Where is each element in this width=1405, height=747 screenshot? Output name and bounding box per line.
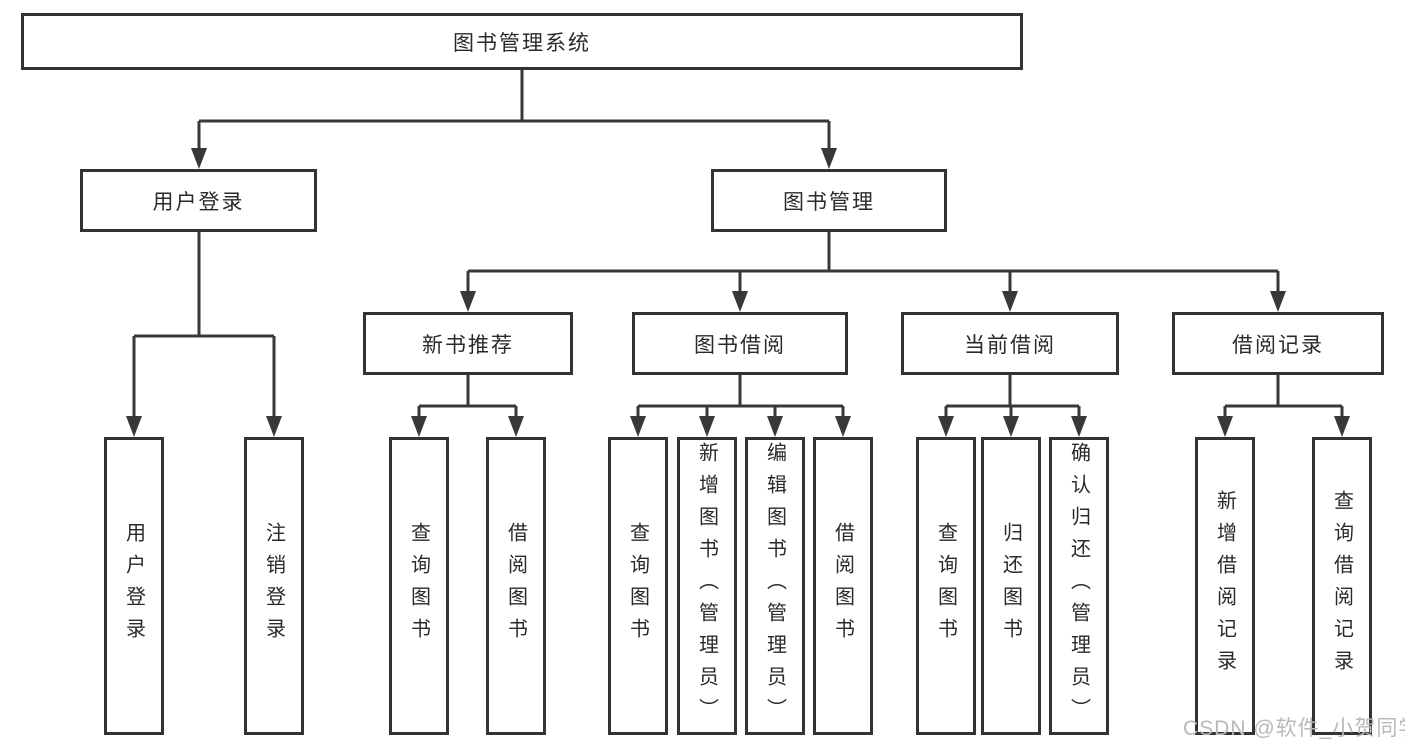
leaf-edit-books-admin: 编辑图书（管理员） [745, 437, 805, 735]
leaf-return-books: 归还图书 [981, 437, 1041, 735]
csdn-watermark: CSDN @软件_小贺同学 [1183, 717, 1405, 740]
leaf-query-books-1-label: 查询图书 [407, 522, 430, 650]
leaf-query-borrow-record: 查询借阅记录 [1312, 437, 1372, 735]
leaf-confirm-return-admin-label: 确认归还（管理员） [1067, 442, 1090, 730]
leaf-query-books-2-label: 查询图书 [626, 522, 649, 650]
node-root: 图书管理系统 [21, 13, 1023, 70]
node-new-book-recommend: 新书推荐 [363, 312, 573, 375]
leaf-confirm-return-admin: 确认归还（管理员） [1049, 437, 1109, 735]
node-current-borrow-label: 当前借阅 [964, 333, 1056, 357]
leaf-add-books-admin: 新增图书（管理员） [677, 437, 737, 735]
leaf-return-books-label: 归还图书 [999, 522, 1022, 650]
leaf-borrow-books-1-label: 借阅图书 [504, 522, 527, 650]
node-book-management-label: 图书管理 [783, 190, 875, 214]
node-root-label: 图书管理系统 [453, 31, 591, 55]
node-book-borrow: 图书借阅 [632, 312, 848, 375]
leaf-borrow-books-1: 借阅图书 [486, 437, 546, 735]
node-borrow-record: 借阅记录 [1172, 312, 1384, 375]
leaf-add-borrow-record: 新增借阅记录 [1195, 437, 1255, 735]
leaf-borrow-books-2: 借阅图书 [813, 437, 873, 735]
leaf-user-login: 用户登录 [104, 437, 164, 735]
leaf-logout: 注销登录 [244, 437, 304, 735]
node-book-management: 图书管理 [711, 169, 947, 232]
leaf-add-borrow-record-label: 新增借阅记录 [1213, 490, 1236, 682]
leaf-logout-label: 注销登录 [262, 522, 285, 650]
leaf-query-borrow-record-label: 查询借阅记录 [1330, 490, 1353, 682]
leaf-query-books-3: 查询图书 [916, 437, 976, 735]
leaf-query-books-3-label: 查询图书 [934, 522, 957, 650]
node-user-login: 用户登录 [80, 169, 317, 232]
leaf-user-login-label: 用户登录 [122, 522, 145, 650]
leaf-add-books-admin-label: 新增图书（管理员） [695, 442, 718, 730]
leaf-query-books-2: 查询图书 [608, 437, 668, 735]
leaf-borrow-books-2-label: 借阅图书 [831, 522, 854, 650]
leaf-edit-books-admin-label: 编辑图书（管理员） [763, 442, 786, 730]
node-current-borrow: 当前借阅 [901, 312, 1119, 375]
node-borrow-record-label: 借阅记录 [1232, 333, 1324, 357]
node-user-login-label: 用户登录 [152, 190, 245, 214]
node-book-borrow-label: 图书借阅 [694, 333, 786, 357]
leaf-query-books-1: 查询图书 [389, 437, 449, 735]
node-new-book-recommend-label: 新书推荐 [422, 333, 514, 357]
